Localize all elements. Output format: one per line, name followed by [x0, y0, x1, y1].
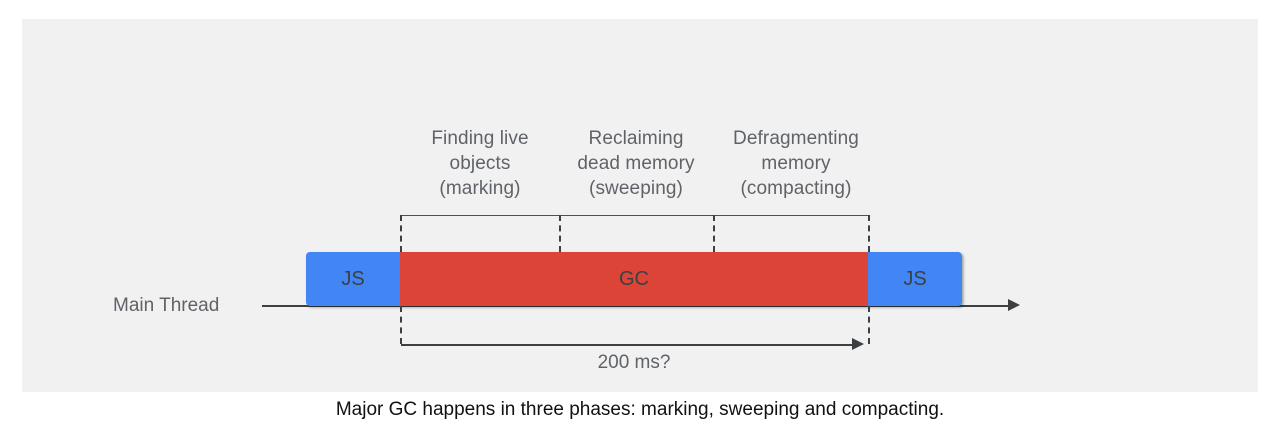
duration-tick-start — [400, 306, 402, 344]
phase-divider-sweeping-compacting — [713, 215, 715, 252]
phase-label-compacting: Defragmenting memory (compacting) — [733, 128, 859, 199]
slide-panel — [22, 19, 1258, 392]
timeline-segment-js-left: JS — [306, 252, 400, 306]
duration-label: 200 ms? — [597, 352, 671, 373]
main-thread-axis-arrowhead — [1008, 299, 1020, 311]
phase-divider-marking-sweeping — [559, 215, 561, 252]
duration-measure-arrowhead — [852, 338, 864, 350]
figure-caption: Major GC happens in three phases: markin… — [335, 399, 945, 420]
phase-label-marking: Finding live objects (marking) — [431, 128, 529, 199]
duration-tick-end — [868, 306, 870, 344]
timeline-segment-js-right: JS — [868, 252, 962, 306]
timeline-segment-gc: GC — [400, 252, 868, 306]
phase-divider-gc-start — [400, 215, 402, 252]
main-thread-axis-line — [262, 305, 1014, 307]
main-thread-label: Main Thread — [113, 295, 220, 316]
phase-label-sweeping: Reclaiming dead memory (sweeping) — [577, 128, 695, 199]
duration-measure-line — [401, 344, 856, 346]
phase-divider-gc-end — [868, 215, 870, 252]
phase-bracket-line — [400, 215, 868, 216]
timeline-bar: JS GC JS — [306, 252, 962, 306]
